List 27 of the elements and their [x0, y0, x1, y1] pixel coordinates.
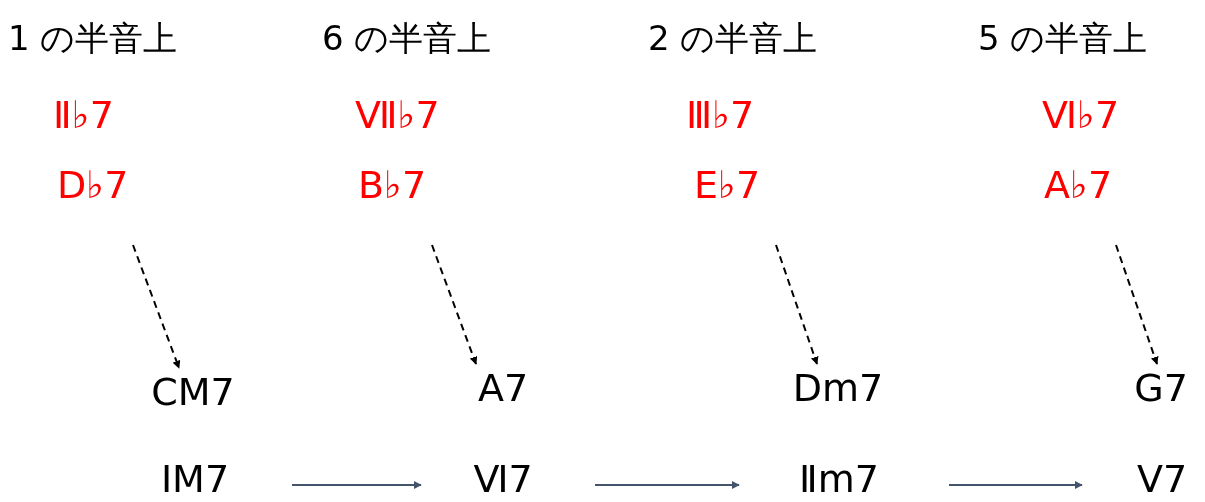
- chord-label: A7: [472, 364, 534, 412]
- chord-label: B♭7: [358, 163, 427, 207]
- chord-label: Dm7: [787, 364, 889, 412]
- degree-label: Ⅶ♭7: [355, 93, 440, 137]
- degree-label: IM7: [153, 456, 237, 502]
- chord-label: D♭7: [57, 163, 129, 207]
- degree-label: Ⅵ7: [466, 456, 540, 502]
- chord-label: A♭7: [1044, 163, 1113, 207]
- chord-label: CM7: [143, 368, 243, 416]
- arrow: [1115, 244, 1159, 365]
- arrow: [775, 244, 819, 365]
- degree-label: Ⅴ7: [1127, 456, 1197, 502]
- arrow: [431, 244, 478, 365]
- arrow: [132, 244, 181, 369]
- arrow: [291, 481, 422, 489]
- degree-label: Ⅲ♭7: [686, 93, 755, 137]
- arrow: [948, 481, 1083, 489]
- column-heading: 6 の半音上: [322, 18, 492, 58]
- degree-label: Ⅱm7: [784, 456, 894, 502]
- column-heading: 1 の半音上: [8, 18, 178, 58]
- column-heading: 2 の半音上: [648, 18, 818, 58]
- arrow: [594, 481, 740, 489]
- chord-label: E♭7: [694, 163, 761, 207]
- degree-label: Ⅱ♭7: [53, 93, 114, 137]
- chord-label: G7: [1127, 364, 1195, 412]
- degree-label: Ⅵ♭7: [1042, 93, 1120, 137]
- column-heading: 5 の半音上: [978, 18, 1148, 58]
